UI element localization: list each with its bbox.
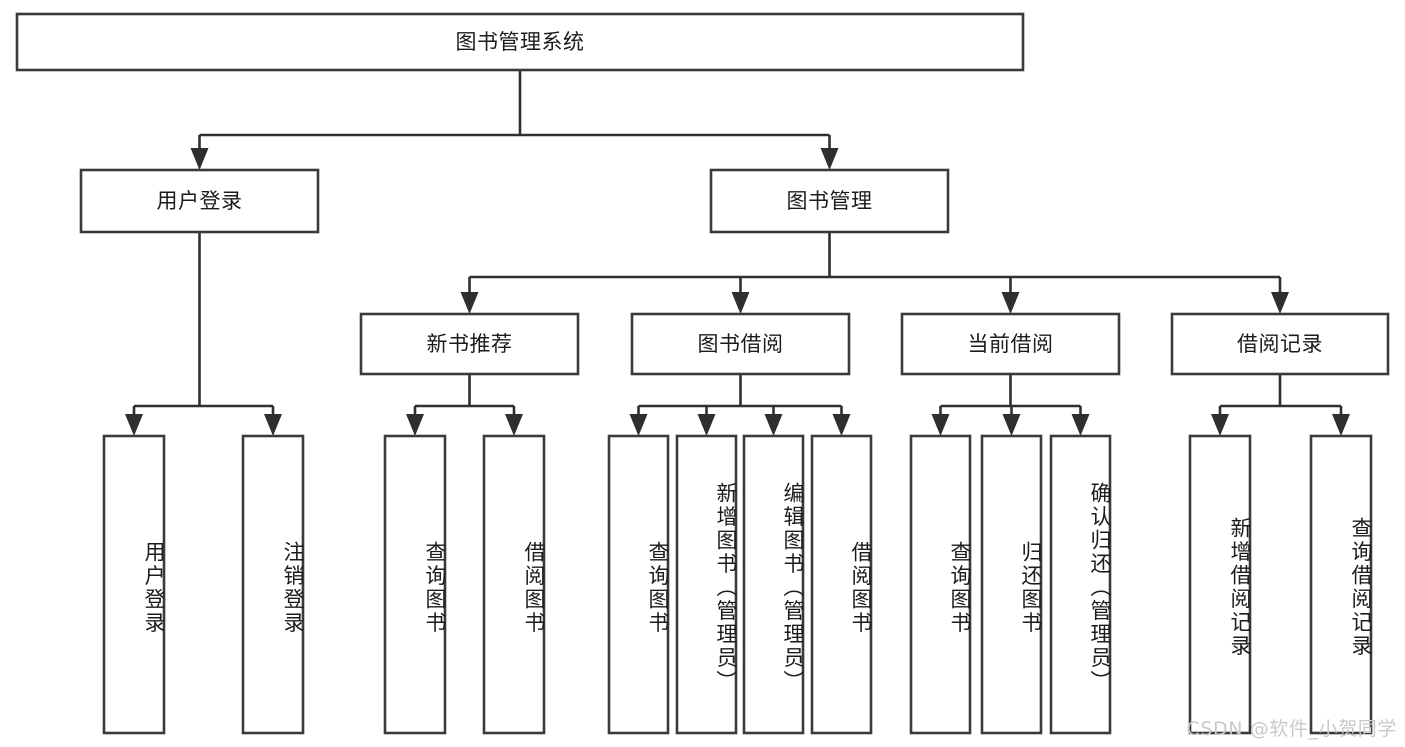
node-box-l3_1[interactable] (630, 312, 851, 376)
arrowhead-icon (731, 292, 750, 314)
node-box-l2_1[interactable] (709, 168, 950, 234)
node-label-l3_1: 图书借阅 (698, 332, 784, 356)
node-box-leaf_7[interactable] (810, 434, 873, 735)
arrowhead-icon (1271, 292, 1289, 314)
arrowhead-icon (820, 148, 839, 170)
csdn-watermark: CSDN @软件_小贺同学 (1186, 718, 1397, 740)
node-label-l3_3: 借阅记录 (1237, 332, 1323, 356)
arrowhead-icon (1332, 414, 1350, 436)
node-box-leaf_12[interactable] (1309, 434, 1373, 735)
node-box-leaf_6[interactable] (742, 434, 805, 735)
arrowhead-icon (832, 414, 851, 436)
arrowhead-icon (1001, 292, 1020, 314)
node-box-leaf_11[interactable] (1188, 434, 1252, 735)
arrowhead-icon (125, 414, 143, 436)
arrowhead-icon (764, 414, 783, 436)
arrowhead-icon (406, 414, 424, 436)
node-box-l3_0[interactable] (359, 312, 580, 376)
node-box-leaf_5[interactable] (675, 434, 738, 735)
arrowhead-icon (1211, 414, 1229, 436)
arrowhead-icon (629, 414, 648, 436)
node-box-leaf_10[interactable] (1049, 434, 1112, 735)
arrowhead-icon (697, 414, 716, 436)
node-box-leaf_2[interactable] (383, 434, 447, 735)
node-box-leaf_3[interactable] (482, 434, 546, 735)
node-box-leaf_8[interactable] (909, 434, 972, 735)
node-box-l3_2[interactable] (900, 312, 1121, 376)
node-box-l2_0[interactable] (79, 168, 320, 234)
node-label-l2_1: 图书管理 (787, 189, 873, 213)
node-box-leaf_1[interactable] (241, 434, 305, 735)
node-box-leaf_0[interactable] (102, 434, 166, 735)
arrowhead-icon (460, 292, 479, 314)
arrowhead-icon (505, 414, 523, 436)
arrowhead-icon (190, 148, 209, 170)
arrowhead-icon (1002, 414, 1021, 436)
node-box-root[interactable] (15, 12, 1025, 72)
connector-layer (125, 70, 1350, 436)
node-box-layer (15, 12, 1390, 735)
arrowhead-icon (931, 414, 950, 436)
node-label-l3_0: 新书推荐 (427, 332, 513, 356)
node-label-root: 图书管理系统 (456, 30, 585, 54)
node-label-l2_0: 用户登录 (157, 189, 243, 213)
node-box-leaf_9[interactable] (980, 434, 1043, 735)
node-label-l3_2: 当前借阅 (968, 332, 1054, 356)
node-box-l3_3[interactable] (1170, 312, 1390, 376)
arrowhead-icon (264, 414, 282, 436)
node-box-leaf_4[interactable] (607, 434, 670, 735)
arrowhead-icon (1071, 414, 1090, 436)
